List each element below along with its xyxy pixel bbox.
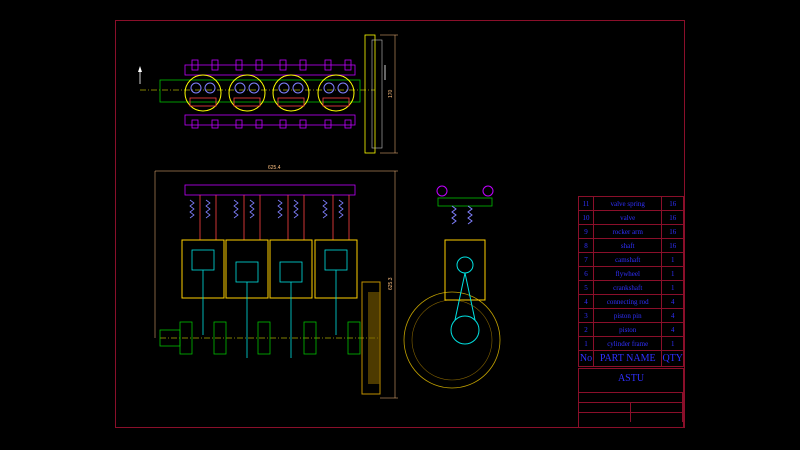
bom-cell-name: piston pin [592, 308, 663, 323]
bom-cell-qty: 16 [661, 224, 684, 239]
bom-cell-qty: 1 [661, 280, 684, 295]
top-view-height-dimension: 170 [388, 89, 394, 98]
bom-cell-no: 9 [578, 224, 594, 239]
overall-width-dimension: 625.4 [268, 165, 281, 171]
title-block-org: ASTU [617, 373, 645, 384]
bom-cell-name: rocker arm [592, 224, 663, 239]
bom-cell-name: camshaft [592, 252, 663, 267]
bom-cell-name: flywheel [592, 266, 663, 281]
bom-cell-name: valve spring [592, 196, 663, 211]
bom-cell-no: 6 [578, 266, 594, 281]
bom-cell-no: 4 [578, 294, 594, 309]
bom-cell-name: shaft [592, 238, 663, 253]
bom-cell-name: crankshaft [592, 280, 663, 295]
bom-cell-qty: 4 [661, 322, 684, 337]
bom-cell-no: 2 [578, 322, 594, 337]
overall-height-dimension: 625.3 [388, 277, 394, 290]
bom-cell-name: piston [592, 322, 663, 337]
side-view [403, 185, 501, 389]
bom-cell-no: 5 [578, 280, 594, 295]
bom-header-qty: QTY [661, 350, 684, 367]
title-block-row [579, 402, 683, 412]
bom-cell-qty: 1 [661, 266, 684, 281]
front-view [154, 170, 398, 399]
bom-cell-no: 1 [578, 336, 594, 351]
bom-cell-qty: 16 [661, 196, 684, 211]
bom-cell-qty: 4 [661, 308, 684, 323]
bom-cell-name: connecting rod [592, 294, 663, 309]
bom-cell-no: 3 [578, 308, 594, 323]
bom-cell-qty: 4 [661, 294, 684, 309]
bom-header-name: PART NAME [592, 350, 663, 367]
bom-header-row: No PART NAME QTY [578, 350, 684, 367]
drawing-border [115, 20, 685, 428]
bom-cell-no: 8 [578, 238, 594, 253]
bom-header-no: No [578, 350, 594, 367]
bom-cell-qty: 1 [661, 252, 684, 267]
bom-cell-no: 7 [578, 252, 594, 267]
title-block: ASTU [578, 368, 684, 428]
bom-cell-qty: 16 [661, 210, 684, 225]
bom-cell-qty: 16 [661, 238, 684, 253]
bom-cell-name: valve [592, 210, 663, 225]
bom-cell-no: 10 [578, 210, 594, 225]
bom-cell-no: 11 [578, 196, 594, 211]
bom-cell-name: cylinder frame [592, 336, 663, 351]
top-view [138, 34, 398, 154]
title-block-row [579, 412, 683, 422]
title-block-row [579, 392, 683, 402]
bom-cell-qty: 1 [661, 336, 684, 351]
